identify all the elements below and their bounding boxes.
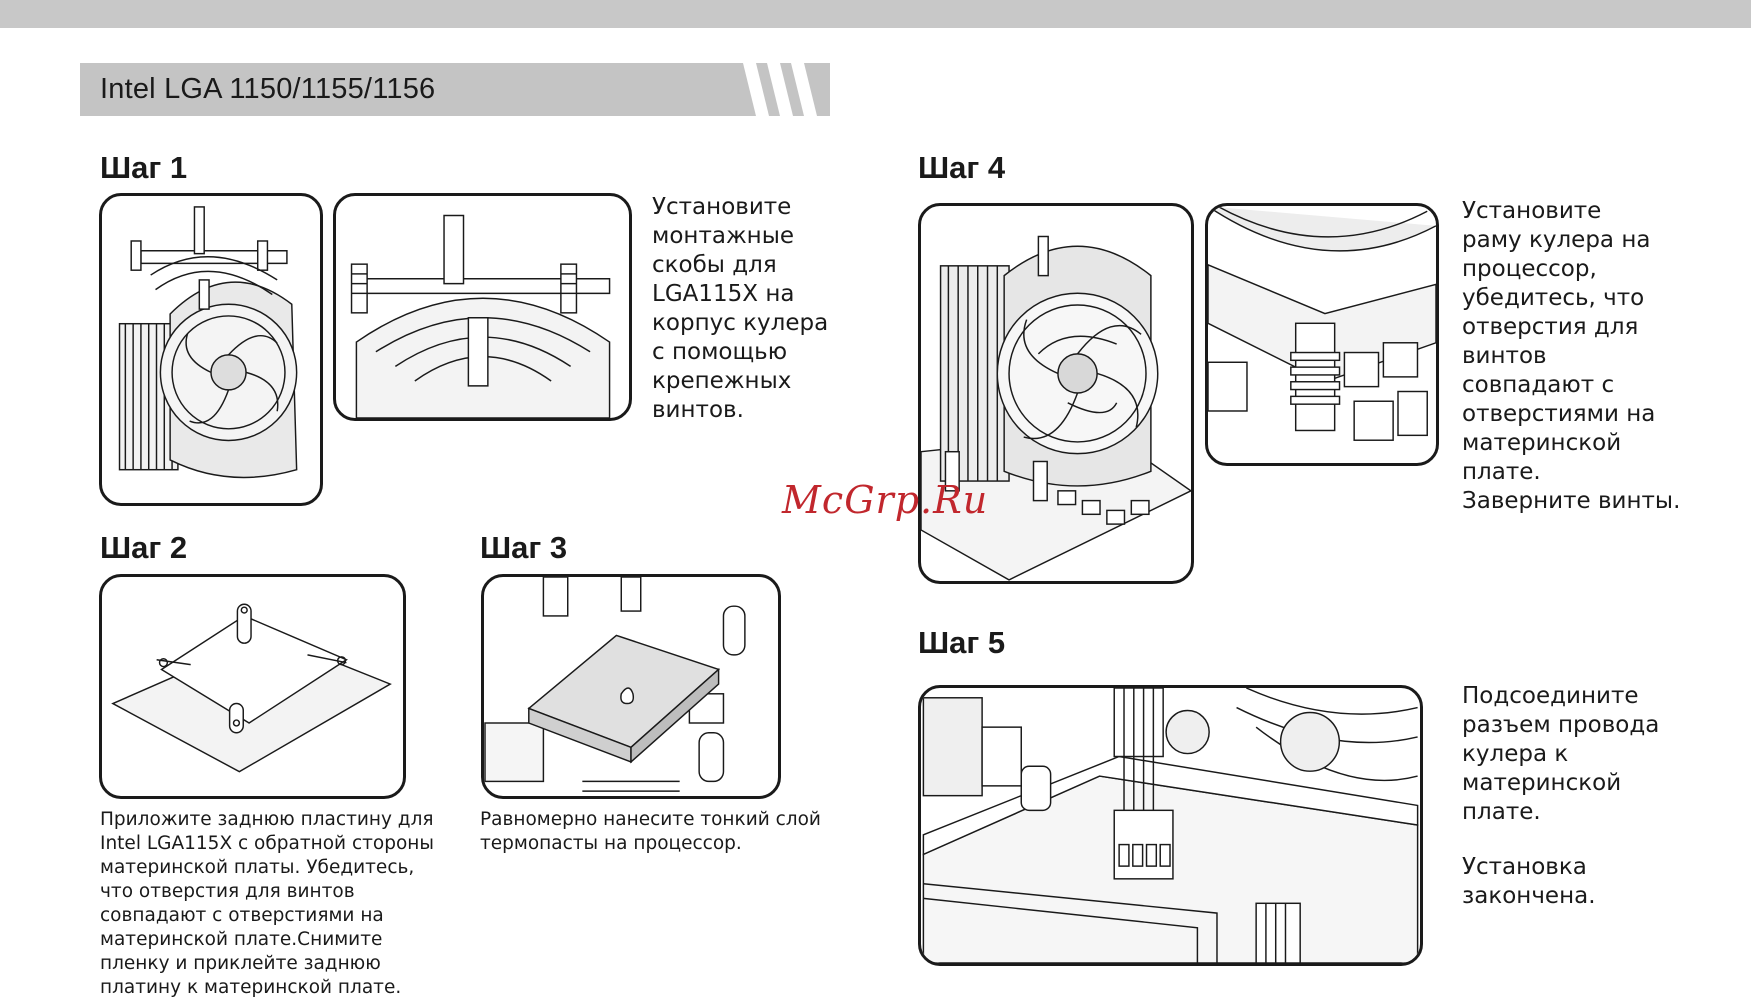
step1-line: скобы для	[652, 252, 777, 278]
step3-title: Шаг 3	[480, 530, 568, 565]
step4-line: процессор,	[1462, 256, 1597, 282]
step2-line: Приложите заднюю пластину для	[100, 809, 434, 830]
step4-description: Установите раму кулера на процессор, убе…	[1462, 197, 1680, 516]
top-bar	[0, 0, 1751, 28]
step2-line: совпадают с отверстиями на	[100, 905, 384, 926]
step2-line: пленку и приклейте заднюю	[100, 953, 381, 974]
step1-line: Установите	[652, 194, 792, 220]
step1-cooler-illustration	[99, 193, 323, 506]
step4-line: совпадают с	[1462, 372, 1615, 398]
step5-line: плате.	[1462, 799, 1541, 825]
step3-description: Равномерно нанесите тонкий слой термопас…	[480, 808, 821, 856]
section-title: Intel LGA 1150/1155/1156	[100, 73, 436, 105]
step4-line: винтов	[1462, 343, 1547, 369]
step1-line: винтов.	[652, 397, 744, 423]
step5-line: кулера к	[1462, 741, 1569, 767]
section-banner: Intel LGA 1150/1155/1156	[80, 63, 830, 116]
step2-line: материнской платы. Убедитесь,	[100, 857, 415, 878]
step2-line: платину к материнской плате.	[100, 977, 402, 998]
step1-line: с помощью	[652, 339, 788, 365]
step5-spacer	[1462, 827, 1659, 853]
step1-bracket-closeup	[333, 193, 632, 421]
step3-line: Равномерно нанесите тонкий слой	[480, 809, 821, 830]
step5-line: Установка	[1462, 854, 1587, 880]
step4-line: Установите	[1462, 198, 1602, 224]
step2-line: что отверстия для винтов	[100, 881, 355, 902]
step4-line: материнской	[1462, 430, 1622, 456]
step1-title: Шаг 1	[100, 150, 188, 185]
step4-screw-closeup	[1205, 203, 1439, 466]
step5-line: Подсоедините	[1462, 683, 1639, 709]
step5-fan-connector-illustration	[918, 685, 1423, 966]
step5-title: Шаг 5	[918, 625, 1006, 660]
step1-line: монтажные	[652, 223, 795, 249]
step1-line: корпус кулера	[652, 310, 829, 336]
step3-thermal-paste-illustration	[481, 574, 781, 799]
step4-line: Заверните винты.	[1462, 488, 1681, 514]
step4-cooler-on-board-illustration	[918, 203, 1194, 584]
step4-line: отверстиями на	[1462, 401, 1656, 427]
step5-line: материнской	[1462, 770, 1622, 796]
step5-description: Подсоедините разъем провода кулера к мат…	[1462, 682, 1659, 911]
step5-line: закончена.	[1462, 883, 1596, 909]
step1-line: крепежных	[652, 368, 792, 394]
step1-line: LGA115X на	[652, 281, 795, 307]
step2-description: Приложите заднюю пластину для Intel LGA1…	[100, 808, 434, 1000]
step2-backplate-illustration	[99, 574, 406, 799]
step3-line: термопасты на процессор.	[480, 833, 742, 854]
step2-title: Шаг 2	[100, 530, 188, 565]
step1-description: Установите монтажные скобы для LGA115X н…	[652, 193, 828, 425]
step4-title: Шаг 4	[918, 150, 1006, 185]
watermark: McGrp.Ru	[782, 478, 989, 522]
step4-line: раму кулера на	[1462, 227, 1651, 253]
step5-line: разъем провода	[1462, 712, 1660, 738]
step2-line: Intel LGA115X с обратной стороны	[100, 833, 434, 854]
step2-line: материнской плате.Снимите	[100, 929, 383, 950]
step4-line: плате.	[1462, 459, 1541, 485]
step4-line: отверстия для	[1462, 314, 1639, 340]
step4-line: убедитесь, что	[1462, 285, 1645, 311]
